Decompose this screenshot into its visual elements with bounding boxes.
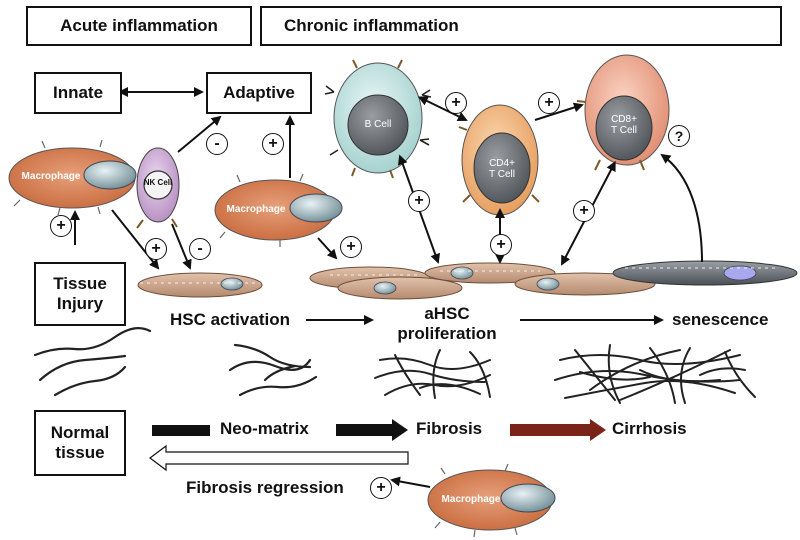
adaptive-box: Adaptive bbox=[206, 72, 312, 114]
macrophage-cell-3 bbox=[427, 463, 556, 538]
acute-inflammation-header: Acute inflammation bbox=[26, 6, 252, 46]
collagen-fibers-proliferation bbox=[374, 349, 491, 399]
collagen-fibers-normal bbox=[33, 326, 152, 397]
collagen-fibers-senescence bbox=[554, 344, 756, 404]
plus-symbol: + bbox=[370, 477, 392, 499]
macrophage-label-1: Macrophage bbox=[21, 171, 81, 182]
cd8-t-cell-label: CD8+ T Cell bbox=[611, 114, 637, 136]
collagen-fibers-activation bbox=[228, 343, 318, 397]
nk-cell-label: NK Cell bbox=[143, 178, 173, 187]
plus-symbol: + bbox=[145, 238, 167, 260]
plus-symbol: + bbox=[408, 190, 430, 212]
macrophage-cell-2 bbox=[214, 173, 343, 247]
plus-symbol: + bbox=[538, 92, 560, 114]
chronic-inflammation-header: Chronic inflammation bbox=[260, 6, 782, 46]
macrophage-label-3: Macrophage bbox=[441, 494, 501, 505]
plus-symbol: + bbox=[490, 234, 512, 256]
innate-box: Innate bbox=[34, 72, 122, 114]
ahsc-proliferation-label: aHSC proliferation bbox=[397, 304, 497, 343]
plus-symbol: + bbox=[573, 200, 595, 222]
hsc-cells bbox=[137, 260, 798, 300]
cd4-t-cell-label: CD4+ T Cell bbox=[489, 158, 515, 180]
hsc-activation-label: HSC activation bbox=[170, 310, 290, 329]
question-symbol: ? bbox=[668, 125, 690, 147]
plus-symbol: + bbox=[340, 236, 362, 258]
fibrosis-label: Fibrosis bbox=[416, 419, 483, 438]
neo-matrix-label: Neo-matrix bbox=[220, 419, 309, 438]
senescence-label: senescence bbox=[672, 310, 769, 329]
minus-symbol: - bbox=[189, 238, 211, 260]
macrophage-label-2: Macrophage bbox=[226, 204, 286, 215]
cd4-t-cell bbox=[458, 104, 540, 216]
macrophage-cell-1 bbox=[8, 139, 137, 216]
b-cell-label: B Cell bbox=[364, 119, 392, 130]
matrix-progression-arrows bbox=[149, 419, 606, 472]
minus-symbol: - bbox=[206, 133, 228, 155]
tissue-injury-box: Tissue Injury bbox=[34, 262, 126, 326]
normal-tissue-box: Normal tissue bbox=[34, 410, 126, 476]
fibrosis-regression-label: Fibrosis regression bbox=[186, 478, 344, 497]
cirrhosis-label: Cirrhosis bbox=[612, 419, 687, 438]
plus-symbol: + bbox=[262, 133, 284, 155]
cd8-t-cell bbox=[576, 54, 670, 171]
plus-symbol: + bbox=[445, 92, 467, 114]
nk-cell bbox=[136, 147, 180, 229]
b-cell bbox=[324, 59, 432, 179]
plus-symbol: + bbox=[50, 215, 72, 237]
